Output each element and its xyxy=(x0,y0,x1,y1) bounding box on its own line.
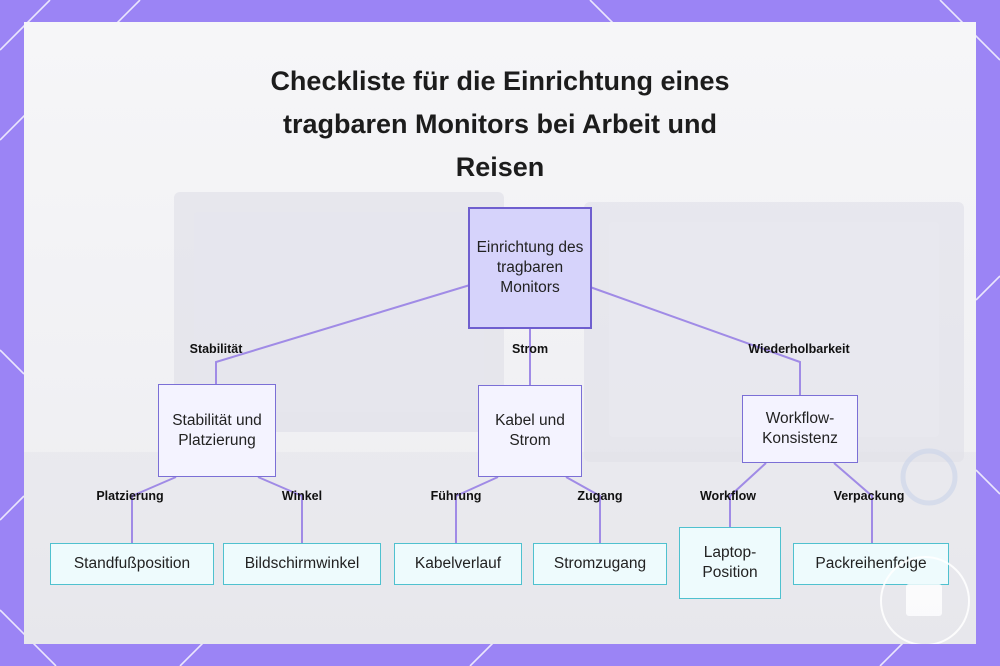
leaf-stand-label: Standfußposition xyxy=(73,555,191,572)
node-stability-label: Stabilität und Platzierung xyxy=(172,411,262,449)
edge-label-guide: Führung xyxy=(430,489,482,503)
leaf-angle: Bildschirmwinkel xyxy=(223,543,381,585)
leaf-power: Stromzugang xyxy=(533,543,667,585)
node-cable-label: Kabel und Strom xyxy=(495,412,565,449)
edge-label-placement: Platzierung xyxy=(96,489,164,503)
edge-label-packing: Verpackung xyxy=(833,489,905,503)
root-node: Einrichtung des tragbaren Monitors xyxy=(468,207,592,329)
node-workflow: Workflow-Konsistenz xyxy=(742,395,858,463)
edge-label-angle: Winkel xyxy=(281,489,323,503)
edge-label-power: Strom xyxy=(511,342,549,356)
leaf-angle-label: Bildschirmwinkel xyxy=(244,555,360,572)
leaf-laptop: Laptop-Position xyxy=(679,527,781,599)
leaf-routing: Kabelverlauf xyxy=(394,543,522,585)
edge-label-access: Zugang xyxy=(577,489,623,503)
edge-label-workflow: Workflow xyxy=(699,489,757,503)
connector-lines xyxy=(131,284,873,543)
leaf-laptop-label: Laptop-Position xyxy=(702,544,758,581)
watermark-badge xyxy=(880,556,970,644)
root-node-label: Einrichtung des tragbaren Monitors xyxy=(476,239,584,296)
diagram-card: Checkliste für die Einrichtung eines tra… xyxy=(24,22,976,644)
node-stability: Stabilität und Platzierung xyxy=(158,384,276,477)
page-title: Checkliste für die Einrichtung eines tra… xyxy=(270,66,730,182)
node-workflow-label: Workflow-Konsistenz xyxy=(762,410,838,447)
edge-label-stability: Stabilität xyxy=(189,342,243,356)
edge-label-repeatability: Wiederholbarkeit xyxy=(748,342,850,356)
node-cable: Kabel und Strom xyxy=(478,385,582,477)
watermark-icon xyxy=(906,584,942,616)
leaf-stand: Standfußposition xyxy=(50,543,214,585)
leaf-routing-label: Kabelverlauf xyxy=(414,555,502,572)
leaf-power-label: Stromzugang xyxy=(553,555,647,572)
